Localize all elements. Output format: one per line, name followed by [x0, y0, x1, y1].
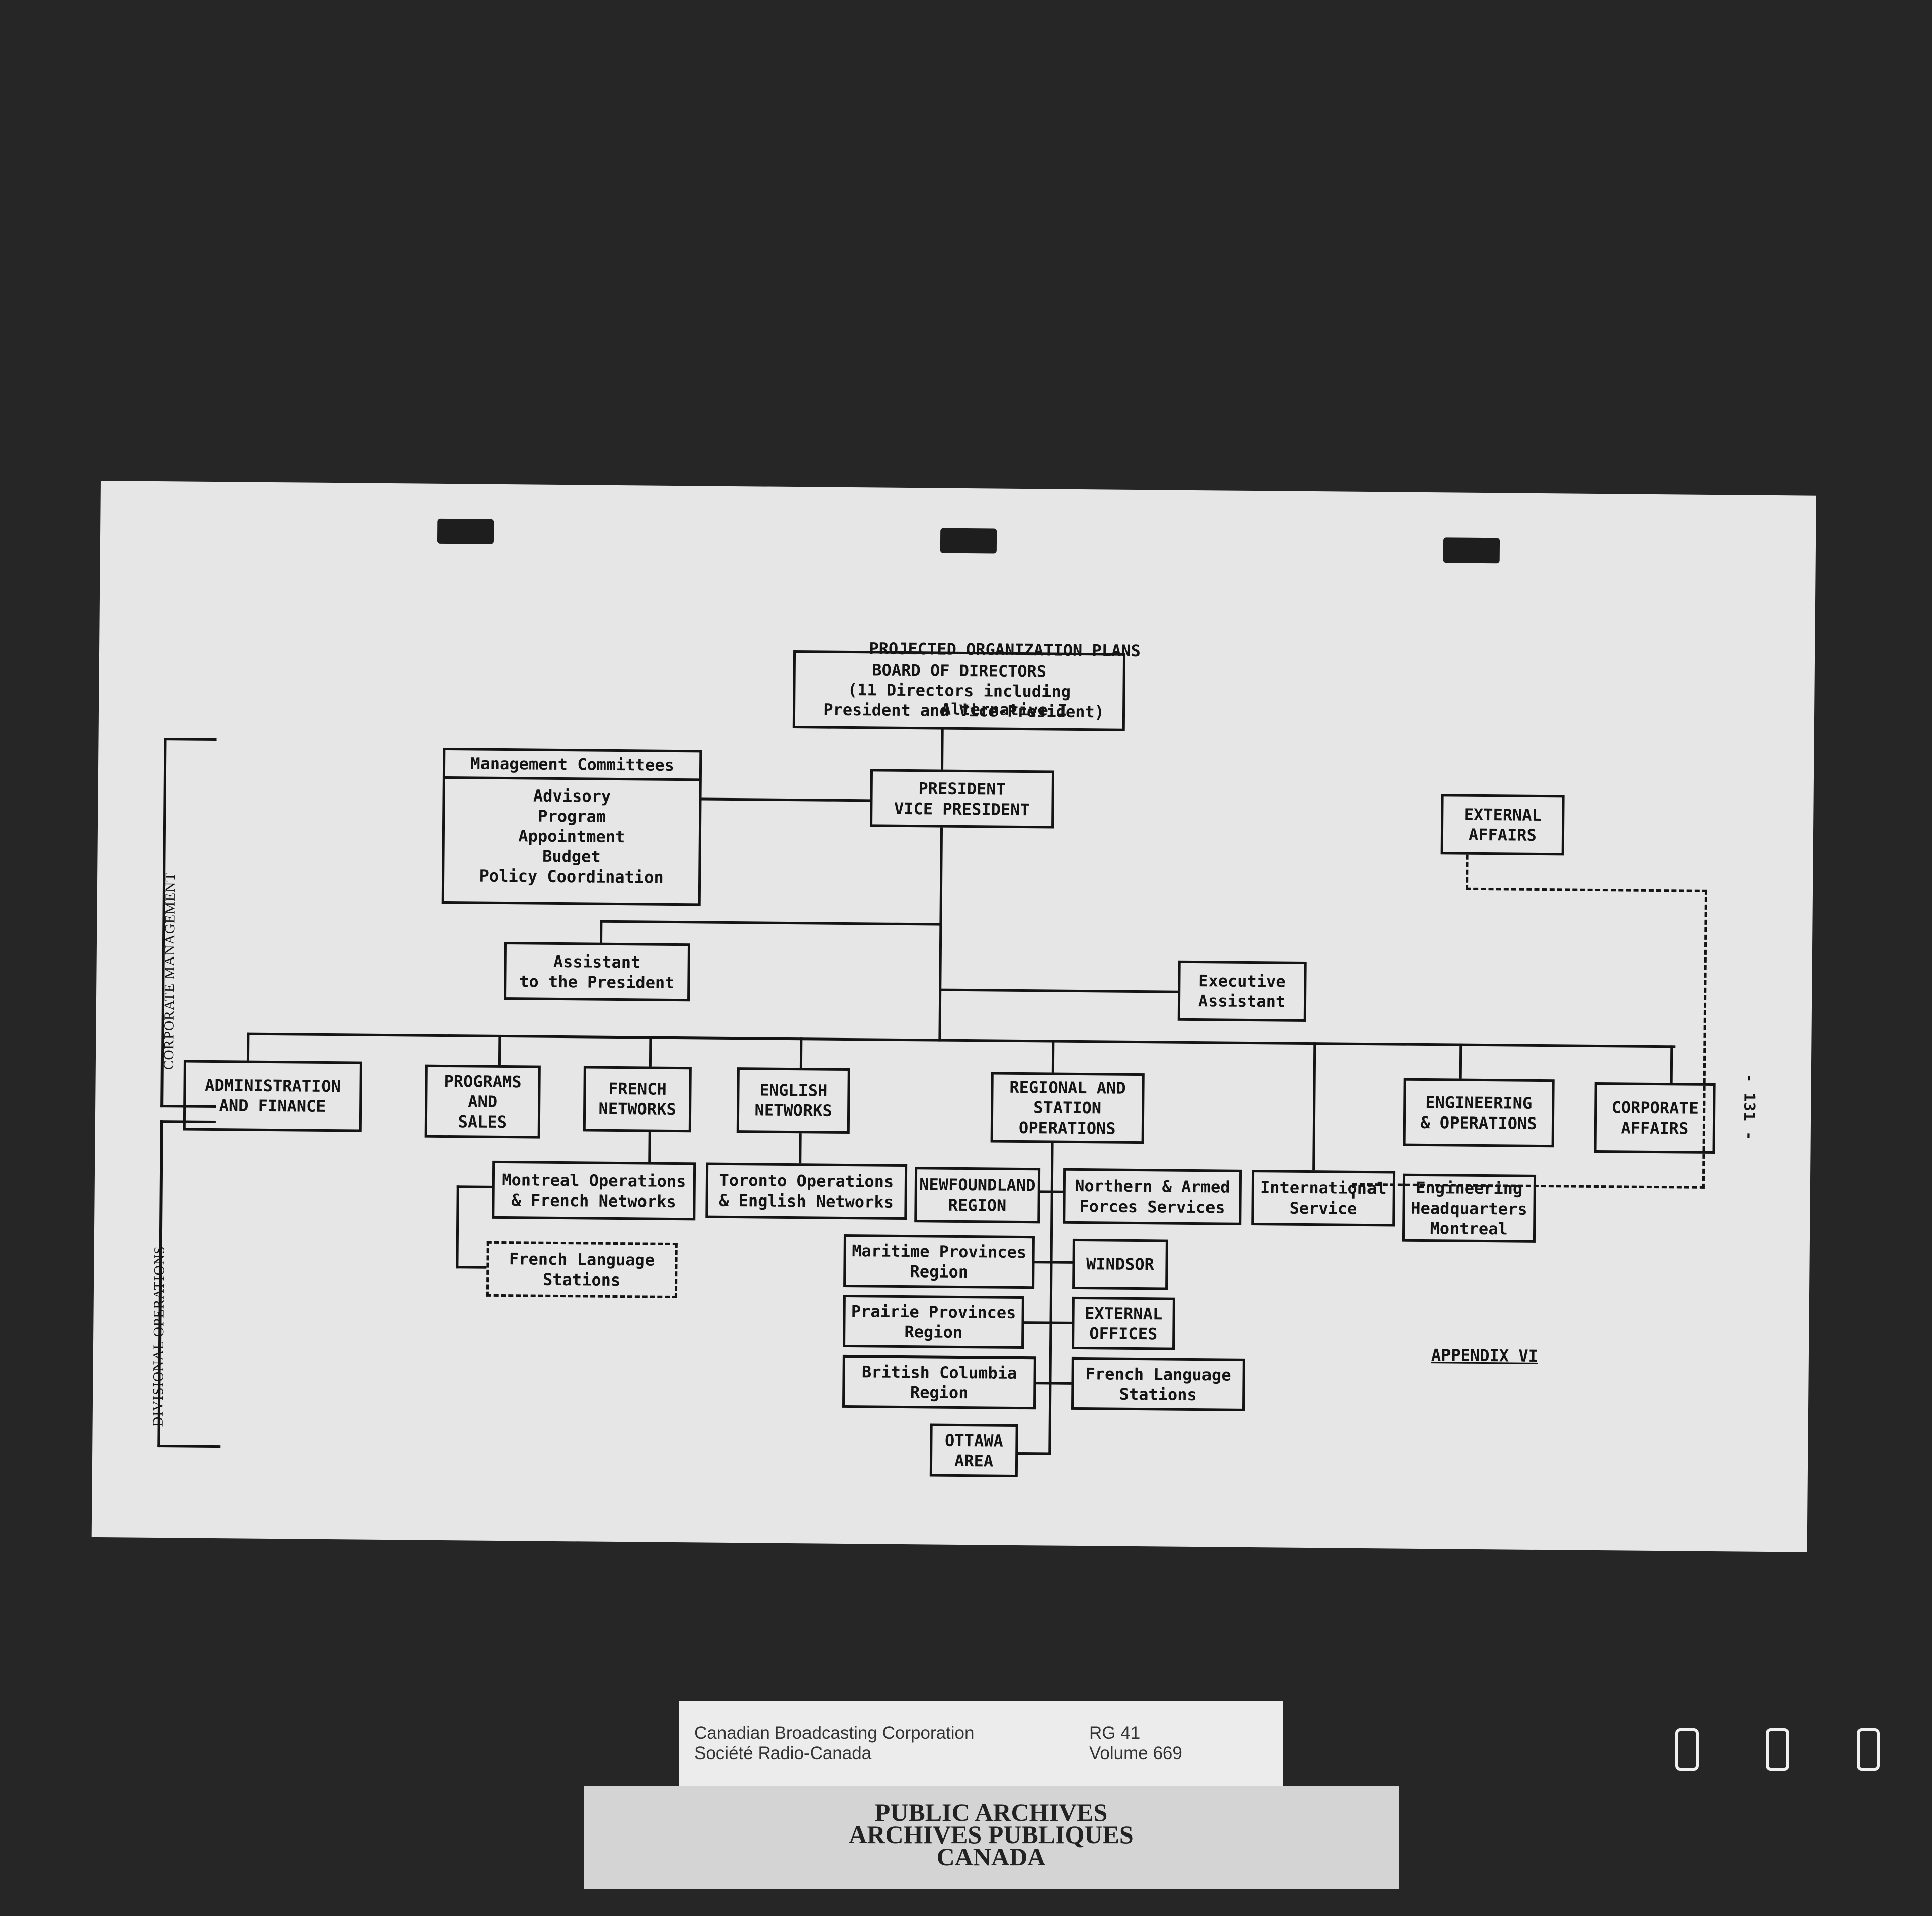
frame-counter-digit-3: 0	[1857, 1728, 1880, 1771]
external-offices-box: EXTERNAL OFFICES	[1072, 1296, 1175, 1350]
connector-trunk	[938, 827, 943, 1042]
stamp-line3: CANADA	[936, 1843, 1046, 1871]
archive-record-group: RG 41	[1089, 1723, 1141, 1743]
archive-volume: Volume 669	[1089, 1743, 1182, 1763]
ottawa-area-box: OTTAWA AREA	[929, 1423, 1018, 1477]
connector-board-president	[941, 727, 944, 770]
management-committees-items: Advisory Program Appointment Budget Poli…	[479, 786, 664, 887]
connector-regional-trunk	[1048, 1143, 1054, 1455]
international-service-box: International Service	[1251, 1170, 1396, 1227]
connector-exec-assistant	[939, 988, 1178, 993]
archive-org-english: Canadian Broadcasting Corporation	[694, 1723, 975, 1743]
appendix-label: APPENDIX VI	[1431, 1345, 1539, 1366]
management-committees-header: Management Committees	[445, 750, 700, 781]
regional-station-operations-box: REGIONAL AND STATION OPERATIONS	[990, 1072, 1145, 1144]
administration-finance-box: ADMINISTRATION AND FINANCE	[183, 1060, 362, 1132]
drop-admin	[246, 1032, 250, 1061]
archive-org-french: Société Radio-Canada	[694, 1743, 872, 1763]
northern-armed-forces-box: Northern & Armed Forces Services	[1063, 1168, 1242, 1225]
french-language-stations-box: French Language Stations	[1071, 1356, 1245, 1411]
engineering-operations-box: ENGINEERING & OPERATIONS	[1403, 1078, 1555, 1148]
engineering-headquarters-box: Engineering Headquarters Montreal	[1402, 1173, 1537, 1243]
connector-bracket-french-stations	[456, 1266, 487, 1269]
binder-tab-center	[940, 528, 997, 554]
connector-bc-stations	[1036, 1382, 1072, 1385]
maritime-provinces-box: Maritime Provinces Region	[843, 1234, 1035, 1289]
connector-assistant-v	[599, 920, 603, 945]
drop-programs	[498, 1034, 501, 1065]
prairie-provinces-box: Prairie Provinces Region	[843, 1294, 1024, 1349]
drop-regional	[1051, 1040, 1055, 1073]
public-archives-stamp: PUBLIC ARCHIVES ARCHIVES PUBLIQUES CANAD…	[584, 1786, 1399, 1889]
windsor-box: WINDSOR	[1072, 1238, 1168, 1290]
bracket-divisional-bottom	[157, 1445, 221, 1448]
binder-tab-left	[437, 518, 494, 544]
drop-international	[1312, 1042, 1316, 1171]
corporate-affairs-box: CORPORATE AFFAIRS	[1594, 1082, 1716, 1154]
executive-assistant-box: Executive Assistant	[1177, 960, 1307, 1022]
assistant-president-box: Assistant to the President	[504, 942, 691, 1002]
frame-counter-digit-1: 0	[1675, 1728, 1699, 1771]
connector-montreal-bracket-h	[456, 1185, 492, 1188]
page-number: - 131 -	[1740, 1073, 1758, 1141]
frame-counter-digit-2: 0	[1766, 1728, 1789, 1771]
divisional-operations-label: DIVISIONAL OPERATIONS	[150, 1246, 168, 1427]
connector-maritime-windsor	[1034, 1261, 1073, 1264]
archive-label: Canadian Broadcasting Corporation Sociét…	[679, 1701, 1283, 1789]
newfoundland-region-box: NEWFOUNDLAND REGION	[914, 1167, 1041, 1224]
french-networks-box: FRENCH NETWORKS	[583, 1066, 692, 1133]
stamp-line2: ARCHIVES PUBLIQUES	[849, 1820, 1134, 1849]
bracket-corporate-top	[164, 738, 217, 741]
french-language-stations-dashed-box: French Language Stations	[486, 1241, 678, 1299]
toronto-operations-box: Toronto Operations & English Networks	[705, 1162, 908, 1220]
english-networks-box: ENGLISH NETWORKS	[736, 1067, 850, 1134]
british-columbia-box: British Columbia Region	[842, 1354, 1036, 1410]
drop-engineering	[1459, 1043, 1462, 1079]
connector-english-toronto	[799, 1133, 802, 1164]
document-sheet: PROJECTED ORGANIZATION PLANS Alternative…	[91, 481, 1816, 1552]
connector-ottawa	[1018, 1452, 1051, 1455]
connector-montreal-bracket-v	[456, 1185, 459, 1269]
corporate-management-label: CORPORATE MANAGEMENT	[160, 872, 179, 1070]
external-affairs-box: EXTERNAL AFFAIRS	[1440, 794, 1565, 856]
dashed-external-down	[1466, 854, 1469, 890]
drop-english	[799, 1037, 803, 1068]
drop-corporate-affairs	[1670, 1045, 1673, 1083]
connector-french-montreal	[648, 1132, 651, 1162]
connector-mgmt-president	[701, 797, 870, 802]
connector-newfoundland-northern	[1040, 1190, 1063, 1193]
president-box: PRESIDENT VICE PRESIDENT	[870, 769, 1055, 829]
drop-french	[649, 1036, 652, 1067]
management-committees-box: Management Committees Advisory Program A…	[441, 747, 702, 906]
programs-sales-box: PROGRAMS AND SALES	[424, 1064, 541, 1139]
connector-assistant-h	[600, 920, 942, 926]
board-of-directors-box: BOARD OF DIRECTORS (11 Directors includi…	[792, 650, 1126, 731]
stamp-line1: PUBLIC ARCHIVES	[874, 1798, 1108, 1826]
connector-prairie-offices	[1024, 1321, 1072, 1324]
binder-tab-right	[1443, 537, 1500, 564]
dashed-external-right	[1466, 887, 1708, 892]
montreal-operations-box: Montreal Operations & French Networks	[492, 1160, 696, 1221]
